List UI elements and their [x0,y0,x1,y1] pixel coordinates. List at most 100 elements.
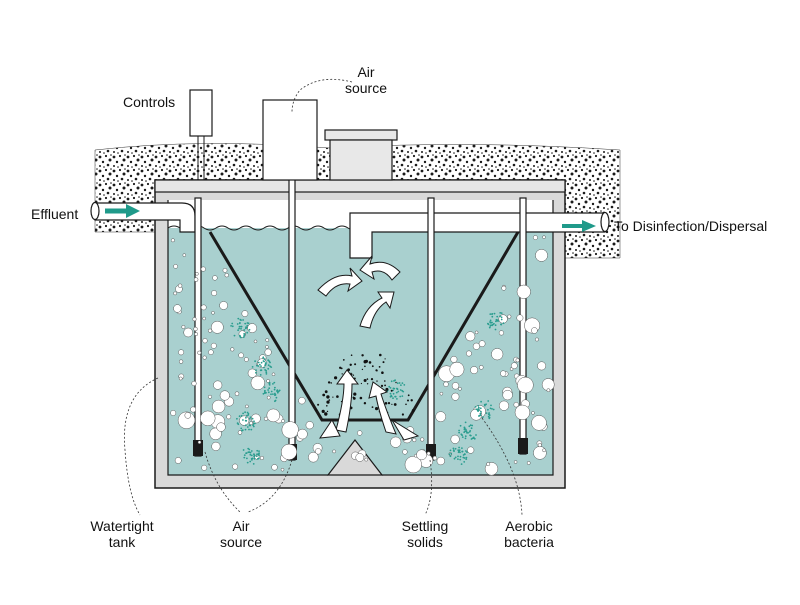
air-bubble [173,264,178,269]
air-bubble [210,342,217,349]
bacteria-cluster [230,317,251,339]
air-bubble [173,304,182,313]
controls-box [189,89,213,137]
air-bubble [202,355,207,360]
air-bubble [491,348,504,361]
air-bubble [197,440,202,444]
air-bubble [263,416,269,421]
air-bubble [513,460,518,464]
air-bubble [305,421,314,430]
outlet-arrowhead [582,220,596,232]
air-bubble [210,320,224,334]
air-bubble [193,326,198,332]
solid-speck [328,399,331,401]
solid-speck [326,405,328,407]
solid-speck [350,354,353,357]
solid-speck [391,403,393,405]
air-bubble [516,314,524,322]
air-bubble [534,337,539,342]
air-bubble [178,359,184,364]
solid-speck [359,396,363,400]
watertight-tank-line2: tank [108,534,136,550]
air-bubble [266,408,281,423]
air-bubble [224,273,229,278]
air-bubble [211,441,221,451]
air-bubble [537,443,542,448]
water-body [168,228,553,475]
air-bubble [266,395,271,400]
solid-speck [327,381,331,384]
bacteria-cluster [474,400,495,420]
solid-speck [361,368,364,371]
solid-speck [371,365,374,368]
settling-solids-label: Settling solids [392,518,458,550]
air-bubble [355,453,365,462]
air-source-bottom-line2: source [219,534,263,550]
solid-speck [366,383,369,385]
air-bubble [202,338,208,344]
solid-speck [384,380,386,382]
air-bubble [426,451,431,456]
air-bubble [281,419,285,423]
air-bubble [191,380,197,387]
bacteria-cluster [386,379,406,400]
air-bubble [239,415,250,426]
air-bubble [465,350,472,357]
solid-speck [411,409,415,412]
air-bubble [297,428,308,440]
air-bubble [280,443,298,460]
air-bubble [245,404,249,409]
inlet-arrowhead [126,204,140,218]
tank-lid [154,179,566,193]
air-bubble [470,366,479,375]
air-bubble [237,430,243,435]
air-bubble [211,311,215,315]
solid-speck [384,358,386,360]
air-bubble [177,283,183,288]
air-bubble [502,389,513,401]
tank-inner-outline [167,200,554,476]
solid-speck [322,393,326,397]
solid-speck [390,389,393,392]
solid-speck [349,363,352,366]
air-bubble [266,379,270,383]
air-bubble [213,380,223,390]
air-bubble [173,291,177,296]
aerobic-bacteria-label: Aerobic bacteria [496,518,562,550]
air-bubble [219,301,228,310]
air-bubble [212,275,218,281]
solid-speck [361,354,364,357]
air-bubble [194,332,199,336]
air-bubble [507,314,512,319]
solid-speck [317,403,320,406]
solid-speck [330,382,333,384]
air-bubble [486,462,491,467]
air-bubble [450,434,460,444]
air-bubble [501,285,507,291]
air-bubble [513,402,519,408]
solid-speck [334,376,338,380]
air-bubble [211,399,226,414]
outlet-label: To Disinfection/Dispersal [614,218,768,234]
air-bubble [193,277,199,282]
solid-speck [407,399,409,402]
solid-speck [382,361,385,364]
air-bubble [241,310,249,317]
air-bubble [514,404,531,421]
air-bubble [517,376,534,394]
air-bubble [208,328,213,333]
air-bubble [451,382,460,390]
settling-solids-line2: solids [407,534,443,550]
air-bubble [280,467,285,472]
air-bubble [533,446,547,460]
solid-speck [366,378,369,380]
air-bubble [526,461,531,465]
air-bubble [412,437,417,443]
air-bubble [181,325,186,329]
air-bubble [516,284,531,299]
air-bubble [247,323,258,333]
air-bubble [472,342,480,350]
solid-speck [315,409,318,412]
settling-solids-line1: Settling [401,518,449,534]
